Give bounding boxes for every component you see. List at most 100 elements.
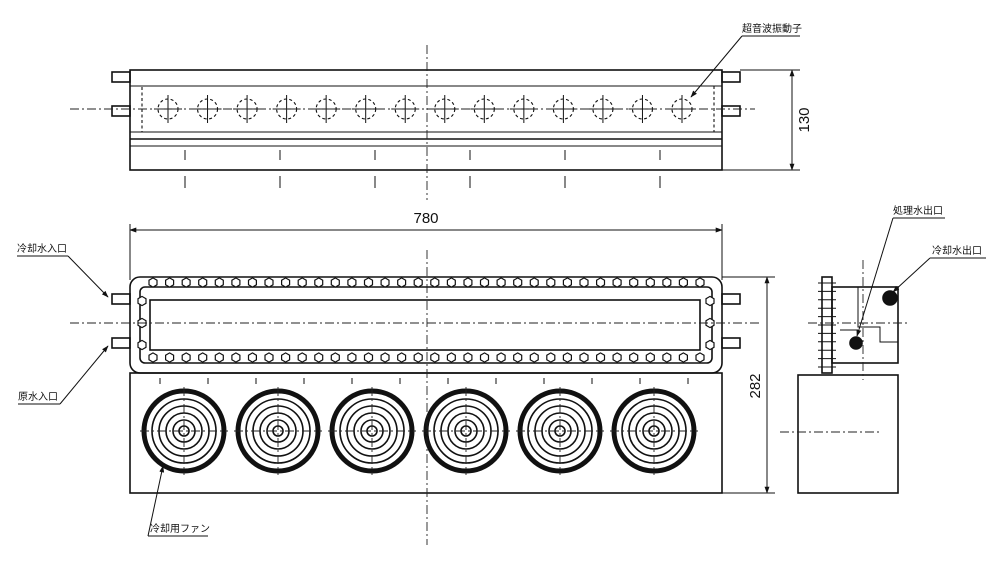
- cooling-water-outlet: [882, 290, 898, 306]
- pipe-top-right-upper: [721, 71, 741, 83]
- bolt-bottom-14: [363, 352, 374, 363]
- bolt-bottom-21: [479, 352, 490, 363]
- bolt-bottom-12: [330, 352, 340, 363]
- bolt-top-15: [380, 277, 390, 288]
- bolt-top-19: [446, 277, 456, 288]
- bolt-top-16: [397, 277, 407, 288]
- bolt-top-34: [695, 277, 705, 288]
- pipe-cooling-inlet: [111, 293, 131, 305]
- bolt-bottom-15: [380, 352, 390, 363]
- bolt-bottom-13: [347, 352, 357, 363]
- bolt-bottom-22: [496, 352, 506, 363]
- bolt-top-5: [214, 277, 224, 288]
- label-cooling-fan: 冷却用ファン: [150, 522, 210, 535]
- bolt-right-3: [705, 339, 715, 351]
- bolt-bottom-7: [247, 352, 257, 363]
- label-transducer: 超音波振動子: [742, 22, 802, 35]
- bolt-bottom-32: [662, 352, 672, 363]
- fan-row: [140, 387, 698, 475]
- bolt-top-1: [148, 277, 158, 288]
- label-cooling-inlet: 冷却水入口: [17, 242, 67, 255]
- pipe-top-left-upper: [111, 71, 131, 83]
- bolt-top-29: [612, 277, 622, 288]
- cooling-fan-4: [422, 387, 510, 475]
- bolt-bottom-17: [413, 352, 423, 363]
- bolt-top-22: [496, 277, 506, 288]
- bolt-top-30: [629, 277, 639, 288]
- bolt-top-24: [529, 277, 539, 288]
- treated-water-outlet: [849, 336, 863, 350]
- bolt-top-4: [198, 277, 208, 288]
- bolt-top-18: [430, 277, 440, 288]
- bolt-top-3: [181, 277, 191, 288]
- bolt-bottom-28: [596, 352, 606, 363]
- bolt-top-2: [165, 277, 175, 288]
- bolt-top-12: [330, 277, 340, 288]
- pipe-raw-water-inlet: [111, 337, 131, 349]
- bolt-bottom-20: [463, 352, 473, 363]
- bolt-top-31: [645, 277, 655, 288]
- bolt-bottom-29: [612, 352, 622, 363]
- bolt-top-6: [231, 277, 241, 288]
- bolt-top-20: [463, 277, 473, 288]
- cooling-fan-6: [610, 387, 698, 475]
- bolt-bottom-9: [281, 352, 291, 363]
- bolt-top-8: [264, 277, 274, 288]
- bolt-bottom-16: [397, 352, 407, 363]
- bolt-left-3: [137, 339, 147, 351]
- bolt-bottom-8: [264, 352, 274, 363]
- bolt-bottom-27: [579, 352, 589, 363]
- top-view: 130 超音波振動子: [70, 22, 813, 200]
- bolt-right-1: [705, 295, 715, 307]
- label-raw-inlet: 原水入口: [18, 391, 58, 403]
- cooling-fan-2: [234, 387, 322, 475]
- bolt-bottom-2: [165, 352, 175, 363]
- bolt-bottom-3: [181, 352, 191, 363]
- bolt-top-13: [347, 277, 357, 288]
- dimension-780: 780: [413, 210, 438, 227]
- bolt-bottom-24: [529, 352, 539, 363]
- label-treated-outlet: 処理水出口: [893, 204, 943, 217]
- bolt-bottom-18: [430, 352, 440, 363]
- bolt-rows: [137, 277, 715, 363]
- cooling-fan-5: [516, 387, 604, 475]
- dimension-282: 282: [747, 373, 764, 398]
- bolt-top-32: [662, 277, 672, 288]
- bolt-top-17: [413, 277, 423, 288]
- dimension-130: 130: [796, 107, 813, 132]
- bolt-top-10: [297, 277, 307, 288]
- bolt-bottom-11: [314, 352, 324, 363]
- bolt-bottom-31: [645, 352, 655, 363]
- bolt-bottom-34: [695, 352, 705, 363]
- bolt-top-14: [363, 277, 374, 288]
- bolt-left-1: [137, 295, 147, 307]
- front-view: 780 282 冷却水入口 原水入口 冷却: [17, 210, 775, 545]
- lower-tick-marks: [159, 378, 689, 384]
- bolt-top-33: [678, 277, 688, 288]
- bolt-top-26: [562, 277, 572, 288]
- bolt-top-9: [281, 277, 291, 288]
- bolt-top-7: [247, 277, 257, 288]
- top-tick-marks: [184, 150, 661, 188]
- pipe-top-right-lower: [721, 105, 741, 117]
- bolt-bottom-19: [446, 352, 456, 363]
- flange-bolts: [818, 282, 836, 368]
- bolt-bottom-5: [214, 352, 224, 363]
- bolt-top-28: [596, 277, 606, 288]
- bolt-bottom-33: [678, 352, 688, 363]
- bolt-bottom-23: [513, 352, 523, 363]
- side-view: 処理水出口 冷却水出口: [780, 204, 986, 494]
- bolt-bottom-10: [297, 352, 307, 363]
- bolt-top-27: [579, 277, 589, 288]
- bolt-bottom-4: [198, 352, 208, 363]
- bolt-bottom-30: [629, 352, 639, 363]
- bolt-bottom-26: [562, 352, 572, 363]
- label-cooling-outlet: 冷却水出口: [932, 244, 982, 257]
- bolt-top-21: [479, 277, 490, 288]
- bolt-bottom-1: [148, 352, 158, 363]
- pipe-top-left-lower: [111, 105, 131, 117]
- cooling-fan-3: [328, 387, 416, 475]
- bolt-right-2: [705, 317, 715, 329]
- cooling-fan-1: [140, 387, 228, 475]
